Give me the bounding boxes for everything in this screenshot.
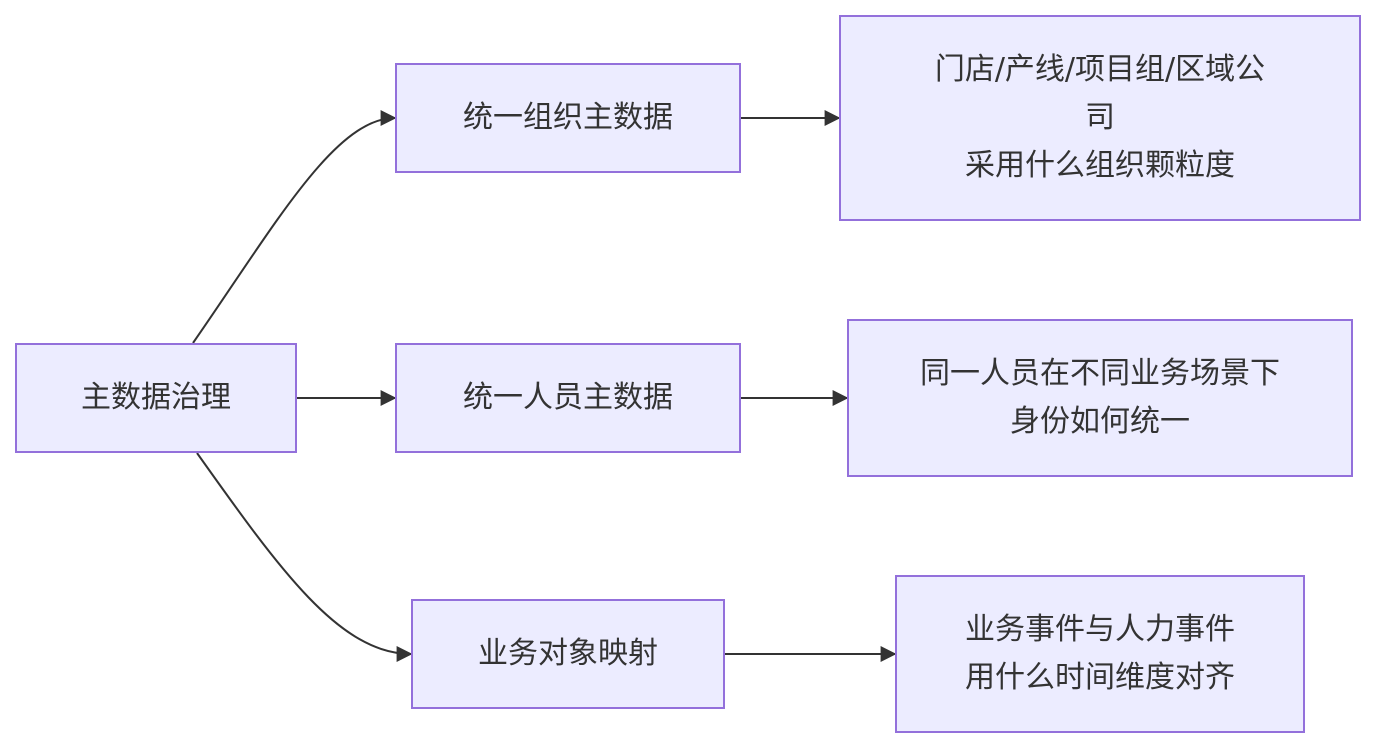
edge-root-to-org [192,110,397,344]
node-label-line: 身份如何统一 [1010,404,1190,439]
node-person-identity-question: 同一人员在不同业务场景下 身份如何统一 [847,319,1353,477]
node-business-object-mapping: 业务对象映射 [411,599,725,709]
node-label: 统一组织主数据 [463,100,673,135]
node-label: 业务对象映射 [478,636,658,671]
edge-root-to-object [196,452,413,662]
node-master-data-governance: 主数据治理 [15,343,297,453]
node-label-line: 同一人员在不同业务场景下 [920,356,1280,391]
node-label-line: 用什么时间维度对齐 [965,660,1235,695]
node-label-line: 采用什么组织颗粒度 [965,148,1235,183]
node-label: 统一人员主数据 [463,380,673,415]
node-label: 主数据治理 [81,380,231,415]
node-event-alignment-question: 业务事件与人力事件 用什么时间维度对齐 [895,575,1305,733]
node-unified-org-master-data: 统一组织主数据 [395,63,741,173]
node-label-line: 门店/产线/项目组/区域公 [934,52,1266,87]
node-label-line: 业务事件与人力事件 [965,612,1235,647]
node-org-granularity-question: 门店/产线/项目组/区域公 司 采用什么组织颗粒度 [839,15,1361,221]
node-label-line: 司 [1085,100,1115,135]
node-unified-person-master-data: 统一人员主数据 [395,343,741,453]
